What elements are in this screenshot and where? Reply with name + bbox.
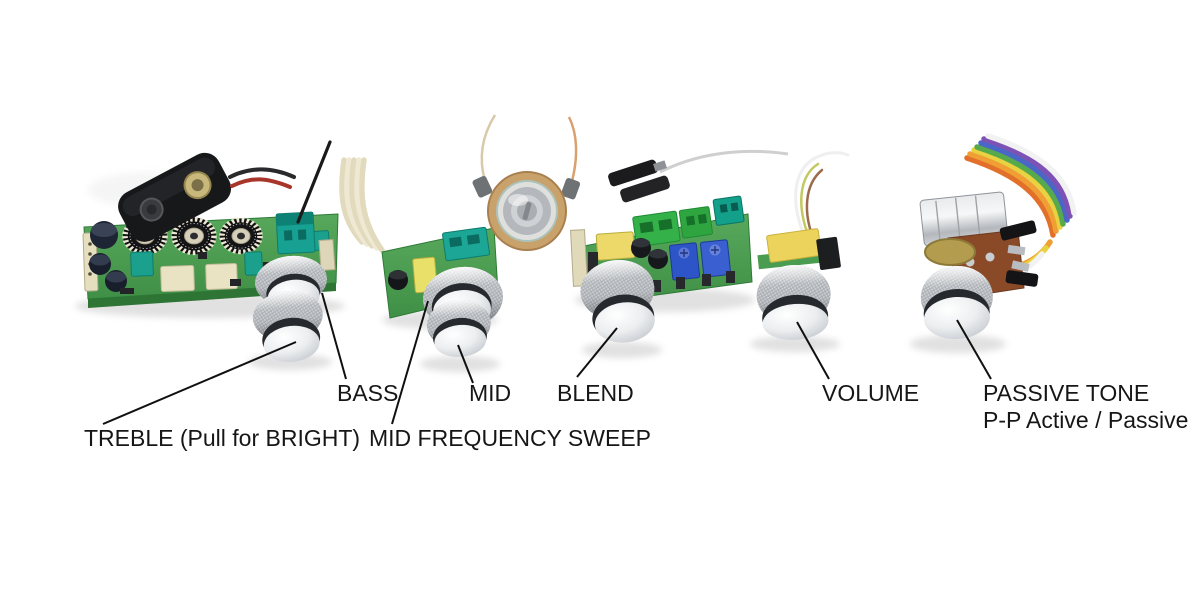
teal-terminal-block <box>442 226 490 262</box>
label-passive-tone: PASSIVE TONE P-P Active / Passive <box>983 380 1188 434</box>
terminal-lug-1 <box>1007 244 1026 256</box>
battery-wires <box>228 140 332 224</box>
ribbon-cable-cream <box>339 157 385 253</box>
film-capacitors <box>160 263 238 292</box>
assembly-volume <box>756 151 850 341</box>
assembly-mid <box>339 157 503 358</box>
black-module-volume <box>816 236 841 270</box>
leader-mid-sweep <box>391 300 429 425</box>
volume-wires <box>794 151 850 245</box>
blue-trimmers <box>668 239 732 281</box>
trim-pot-2 <box>171 216 217 256</box>
assembly-passive-tone <box>919 133 1077 340</box>
leader-treble <box>102 341 297 425</box>
side-connector <box>318 239 336 271</box>
knob-blend <box>580 259 655 343</box>
assembly-blend <box>570 149 789 343</box>
teal-capacitors <box>130 230 331 277</box>
leader-mid <box>457 344 474 384</box>
label-treble: TREBLE (Pull for BRIGHT) <box>84 425 361 451</box>
yellow-capacitor-blend <box>595 231 636 261</box>
leader-lines <box>102 292 992 425</box>
left-edge-connector <box>570 229 588 287</box>
black-caps-blend <box>631 238 668 269</box>
electrolytic-caps <box>89 221 127 292</box>
label-volume: VOLUME <box>822 380 920 406</box>
leader-blend <box>576 327 618 378</box>
jumper-connector <box>608 149 789 203</box>
brass-bushing <box>924 238 976 266</box>
leader-bass <box>321 292 347 380</box>
knob-volume <box>756 264 831 341</box>
label-mid: MID <box>469 380 512 406</box>
black-crimp-connectors <box>999 220 1039 287</box>
battery-clip <box>118 152 232 242</box>
knob-passive-tone <box>920 265 993 340</box>
terminal-lug-2 <box>1011 260 1030 272</box>
pot-top-view <box>472 114 581 251</box>
label-passive-tone-line2: P-P Active / Passive <box>983 407 1189 433</box>
rainbow-ribbon <box>964 133 1077 279</box>
teal-output-connector <box>275 211 316 255</box>
label-blend: BLEND <box>557 380 634 406</box>
knob-mid <box>426 299 491 358</box>
label-bass: BASS <box>337 380 399 406</box>
green-terminal-blocks <box>632 195 745 248</box>
leader-volume <box>796 321 830 380</box>
label-mid-frequency-sweep: MID FREQUENCY SWEEP <box>369 425 651 451</box>
label-passive-tone-line1: PASSIVE TONE <box>983 380 1150 406</box>
leader-passive-tone <box>956 319 992 380</box>
trim-pot-3 <box>219 217 263 255</box>
